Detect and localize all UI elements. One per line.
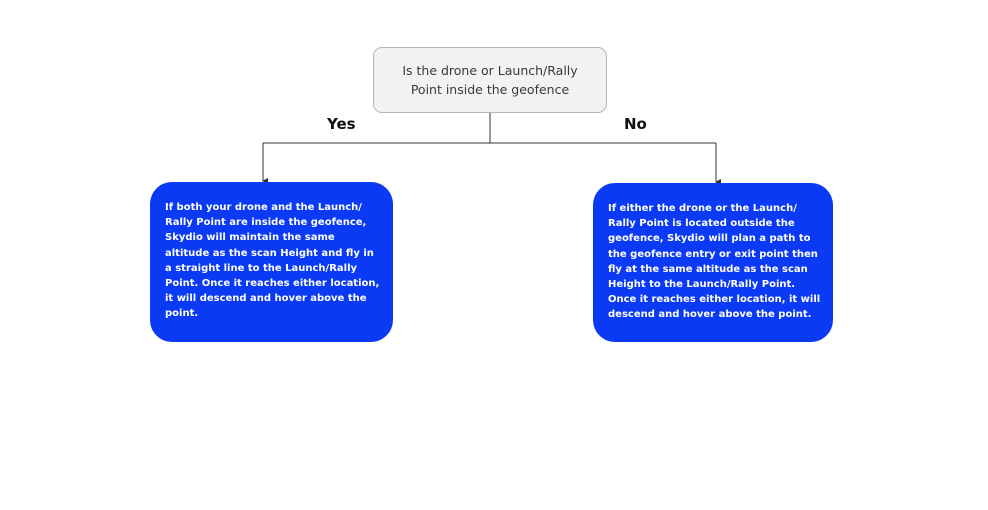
decision-box: Is the drone or Launch/Rally Point insid… (373, 47, 607, 113)
outcome-text-yes: If both your drone and the Launch/ Rally… (165, 202, 380, 320)
branch-label-yes: Yes (327, 115, 356, 133)
branch-label-no: No (624, 115, 647, 133)
outcome-box-yes: If both your drone and the Launch/ Rally… (150, 182, 393, 342)
outcome-text-no: If either the drone or the Launch/ Rally… (608, 203, 821, 321)
decision-question: Is the drone or Launch/Rally Point insid… (402, 63, 578, 97)
outcome-box-no: If either the drone or the Launch/ Rally… (593, 183, 833, 342)
